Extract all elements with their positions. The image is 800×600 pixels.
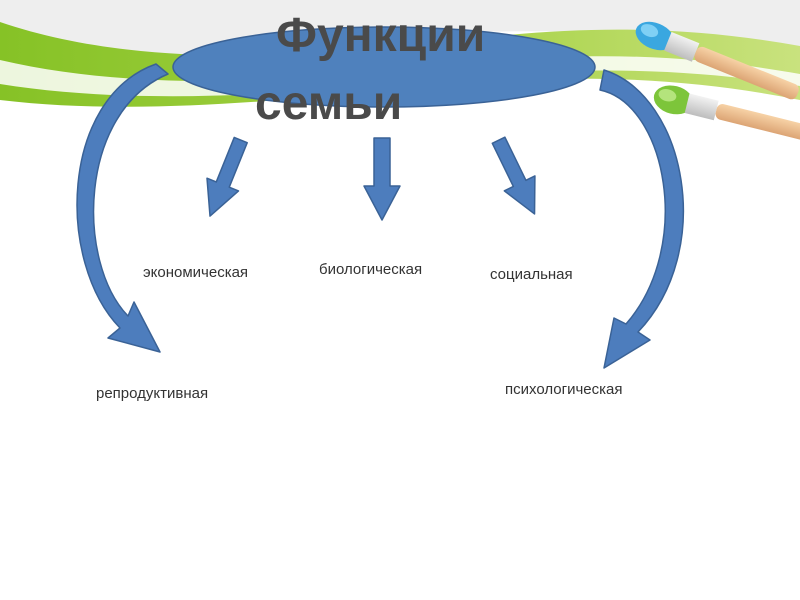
label-reproductive: репродуктивная [96, 385, 209, 402]
curved-arrow-to-psychological-icon [599, 69, 685, 369]
arrow-to-social-icon [491, 136, 536, 215]
gray-band [0, 0, 800, 78]
diagram-title-line2: семьи [255, 77, 403, 130]
label-economic: экономическая [143, 264, 249, 281]
label-biological: биологическая [319, 261, 423, 278]
paintbrush-green-icon [653, 85, 800, 144]
diagram-title-line1: Функции [276, 9, 486, 62]
label-psychological: психологическая [505, 381, 623, 398]
label-social: социальная [490, 266, 573, 283]
arrow-to-biological-icon [363, 137, 401, 221]
paintbrush-blue-icon [635, 21, 799, 100]
arrow-to-economic-icon [206, 136, 248, 217]
curved-arrow-to-reproductive-icon [76, 63, 169, 353]
title-ellipse [172, 26, 596, 108]
